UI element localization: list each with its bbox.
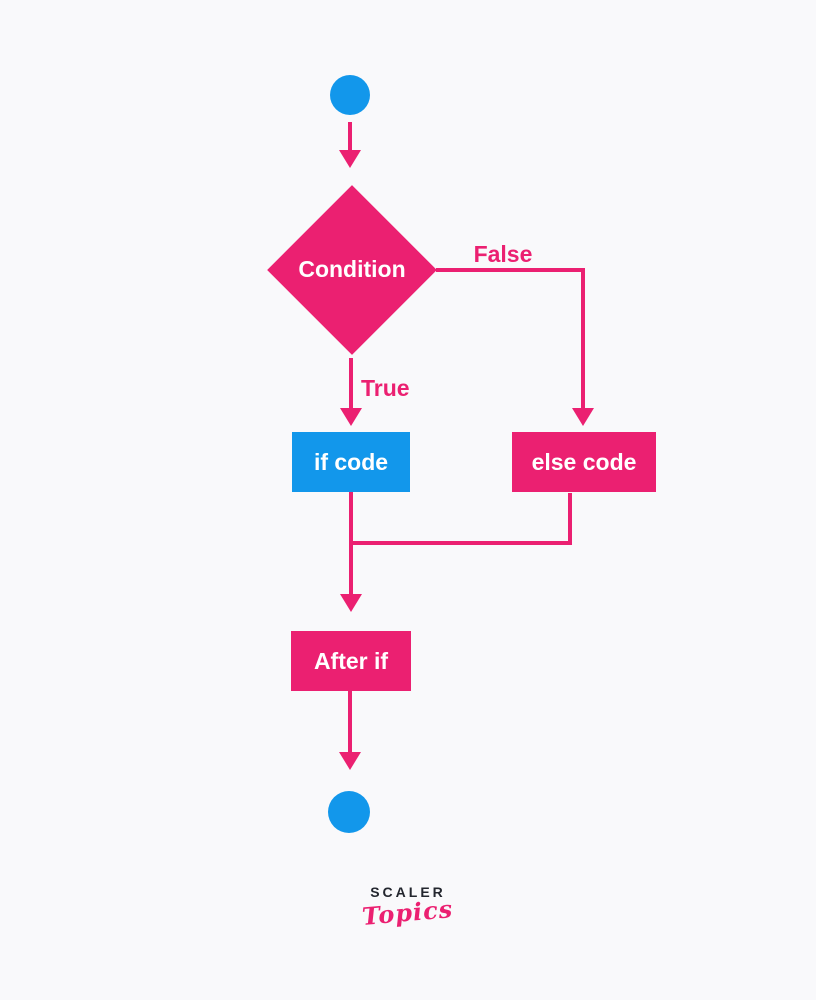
scaler-topics-logo: SCALER Topics [338, 884, 478, 931]
else-code-node: else code [512, 432, 656, 492]
edge-else-to-merge [351, 493, 572, 545]
if-code-label: if code [313, 448, 389, 475]
arrowhead-merge-to-after [340, 594, 362, 612]
else-code-label: else code [531, 448, 637, 475]
logo-sub-text: Topics [361, 894, 455, 931]
edge-condition-false [436, 268, 585, 410]
arrowhead-condition-false [572, 408, 594, 426]
end-node [328, 791, 370, 833]
if-code-node: if code [292, 432, 410, 492]
after-if-node: After if [291, 631, 411, 691]
arrowhead-condition-true [340, 408, 362, 426]
true-branch-label: True [361, 375, 410, 401]
false-branch-label: False [473, 241, 533, 267]
after-if-label: After if [313, 647, 389, 674]
arrowhead-after-to-end [339, 752, 361, 770]
condition-label: Condition [298, 256, 406, 282]
start-node [330, 75, 370, 115]
logo-brand-text: SCALER [370, 884, 446, 900]
arrowhead-start-to-condition [339, 150, 361, 168]
